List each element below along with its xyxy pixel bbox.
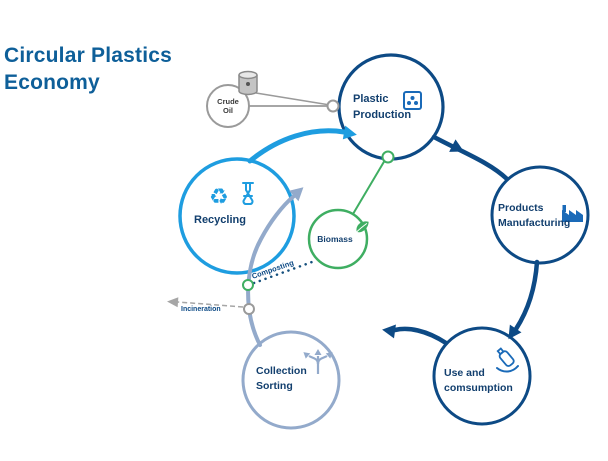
products-manufacturing-label: Products Manufacturing (498, 202, 571, 229)
plastic-production-icon (403, 91, 422, 110)
recycling-to-production-arrowhead (342, 125, 357, 140)
incineration-arrowhead (167, 297, 179, 308)
flask-icon (242, 182, 254, 205)
recycling-label: Recycling (194, 214, 246, 226)
biomass-junction-node (381, 150, 395, 164)
biomass-circle (307, 208, 369, 270)
composting-branch-node (242, 279, 254, 291)
production-to-manufacturing-arc (431, 134, 510, 182)
crude-oil-junction-node (326, 99, 340, 113)
use-to-collection-arrowhead (382, 324, 396, 339)
use-consumption-label: Use and comsumption (444, 367, 513, 394)
page-title: Circular Plastics Economy (4, 44, 172, 94)
barrel-connector (255, 92, 331, 106)
use-consumption-icon (496, 347, 519, 373)
collection-to-recycling-arrowhead (289, 187, 304, 202)
manufacturing-to-use-arc (513, 259, 540, 332)
crude-oil-barrel-icon (238, 70, 258, 96)
biomass-label: Biomass (317, 234, 353, 244)
recycling-circle (178, 157, 296, 275)
biomass-connector (352, 159, 386, 215)
collection-sorting-circle (241, 330, 341, 430)
recycling-to-production-arc (247, 128, 347, 164)
production-to-manufacturing-arrowhead (449, 139, 464, 152)
manufacturing-to-use-arrowhead (508, 324, 522, 340)
composting-dotted-line (252, 260, 314, 285)
products-manufacturing-icon (562, 205, 583, 222)
collection-sorting-label: Collection Sorting (256, 365, 307, 392)
products-manufacturing-circle (490, 165, 590, 265)
biomass-leaf-icon (356, 221, 369, 233)
use-to-collection-arc (392, 326, 449, 346)
recycle-icon: ♻ (209, 185, 229, 210)
plastic-production-label: Plastic Production (353, 93, 412, 121)
incineration-label: Incineration (181, 306, 221, 313)
collection-sorting-icon (303, 349, 333, 374)
incineration-dashed-line (177, 301, 244, 308)
incineration-branch-node (243, 303, 255, 315)
crude-oil-label: Crude Oil (217, 97, 239, 115)
collection-to-recycling-arc (246, 194, 296, 347)
